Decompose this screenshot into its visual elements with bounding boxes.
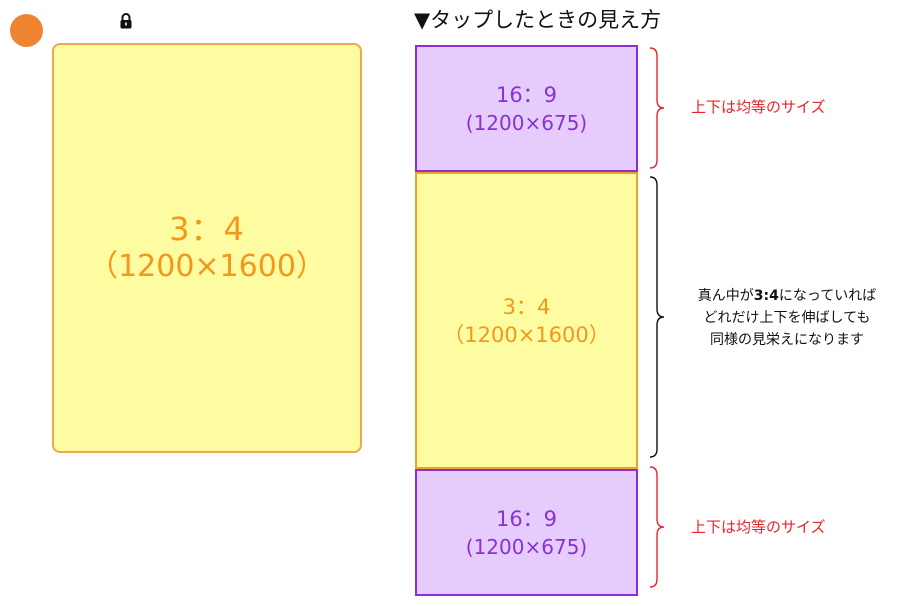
lock-icon (120, 13, 132, 29)
note-bottom: 上下は均等のサイズ (691, 518, 826, 536)
bottom-bracket (649, 466, 665, 588)
bottom-box-ratio: 16：9 (495, 506, 558, 531)
bottom-box-size: (1200×675) (465, 534, 588, 559)
left-card-3-4: 3：4 （1200×1600） (52, 43, 362, 453)
orange-dot-icon (10, 14, 43, 47)
top-bracket (649, 47, 665, 169)
middle-box-ratio: 3：4 (502, 294, 551, 319)
middle-box-size: （1200×1600） (443, 322, 610, 347)
note-middle-line1-after: になっていれば (778, 288, 877, 304)
top-box-16-9: 16：9 (1200×675) (415, 45, 638, 172)
middle-box-3-4: 3：4 （1200×1600） (415, 172, 638, 469)
note-middle-line1: 真ん中が3:4になっていれば (671, 285, 903, 307)
left-card-ratio: 3：4 (169, 210, 245, 248)
note-top: 上下は均等のサイズ (691, 98, 826, 116)
page-title: ▼タップしたときの見え方 (414, 8, 662, 32)
top-box-size: (1200×675) (465, 110, 588, 135)
top-box-ratio: 16：9 (495, 82, 558, 107)
note-middle: 真ん中が3:4になっていれば どれだけ上下を伸ばしても 同様の見栄えになります (671, 285, 903, 351)
note-middle-line2: どれだけ上下を伸ばしても (703, 310, 871, 326)
note-middle-line1-bold: 3:4 (753, 288, 779, 304)
bottom-box-16-9: 16：9 (1200×675) (415, 469, 638, 596)
middle-bracket (649, 176, 665, 458)
note-middle-line3: 同様の見栄えになります (710, 332, 864, 348)
left-card-size: （1200×1600） (88, 249, 326, 284)
note-middle-line1-before: 真ん中が (697, 288, 754, 304)
